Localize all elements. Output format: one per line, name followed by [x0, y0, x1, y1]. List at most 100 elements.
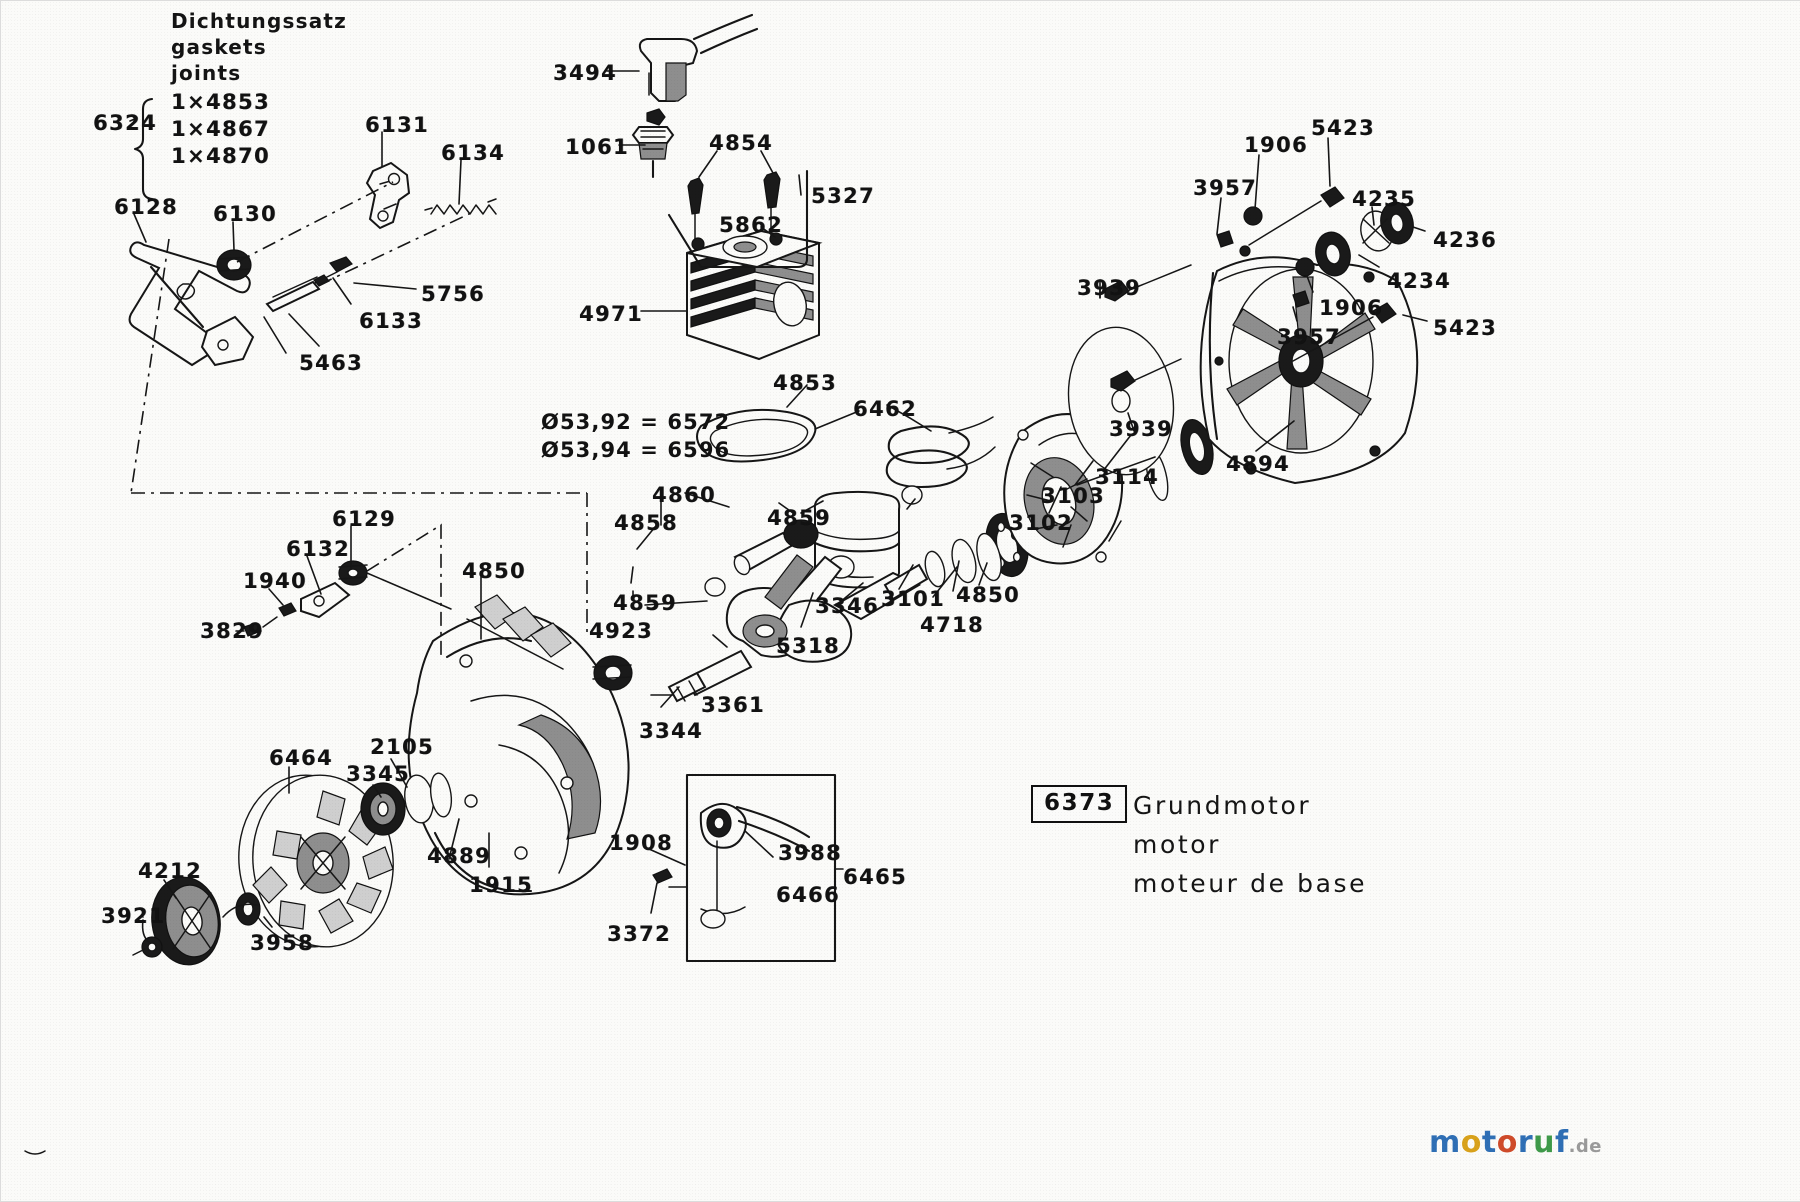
gasket-set-title-de: Dichtungssatz — [171, 9, 348, 33]
gasket-set-title-fr: joints — [171, 61, 242, 85]
part-callout-4859b: 4859 — [613, 591, 678, 615]
gasket-set-title-en: gaskets — [171, 35, 267, 59]
fasteners-right — [1104, 186, 1414, 392]
leader-lines-left — [133, 131, 462, 354]
part-callout-5423b: 5423 — [1433, 316, 1498, 340]
washer-3346 — [951, 538, 977, 584]
part-callout-3114: 3114 — [1095, 465, 1160, 489]
part-callout-4923: 4923 — [589, 619, 654, 643]
sheet-corner-marks — [24, 1150, 46, 1155]
part-callout-4854: 4854 — [709, 131, 774, 155]
circlip-4860-dot — [783, 519, 819, 549]
wm-tld: .de — [1568, 1136, 1603, 1157]
part-callout-3372: 3372 — [607, 922, 672, 946]
bearing-stack-4234-4236 — [1315, 201, 1414, 277]
leader-lines-center-top — [606, 70, 802, 312]
wm-letter-o1: o — [1460, 1125, 1482, 1160]
wm-letter-m: m — [1429, 1125, 1461, 1160]
part-callout-6129: 6129 — [332, 507, 397, 531]
part-callout-3102: 3102 — [1009, 511, 1074, 535]
part-callout-3101: 3101 — [881, 587, 946, 611]
part-callout-4234: 4234 — [1387, 269, 1452, 293]
piston-pin-4858 — [733, 531, 795, 576]
gasket-set-item-0: 1×4853 — [171, 90, 271, 114]
leader-lines-right — [800, 137, 1428, 628]
control-linkage-assembly — [128, 161, 588, 635]
part-callout-3361: 3361 — [701, 693, 766, 717]
circlip-4859-upper — [901, 485, 923, 505]
bore-dimension-1: Ø53,92 = 6572 — [541, 410, 731, 434]
spark-plug-1061 — [631, 108, 675, 179]
ring-4718 — [976, 532, 1002, 582]
part-callout-3939c: 3939 — [1109, 417, 1174, 441]
small-linkage-lower-left — [243, 523, 452, 659]
part-callout-4236: 4236 — [1433, 228, 1498, 252]
gasket-set-item-2: 1×4870 — [171, 144, 271, 168]
part-callout-6466: 6466 — [776, 883, 841, 907]
part-callout-4858: 4858 — [614, 511, 679, 535]
gasket-set-brace — [129, 97, 154, 201]
part-callout-6133: 6133 — [359, 309, 424, 333]
wm-letter-t: t — [1481, 1125, 1497, 1160]
bearing-3103 — [1180, 418, 1214, 476]
part-callout-3939a: 3939 — [1077, 276, 1142, 300]
bore-dimension-2: Ø53,94 = 6596 — [541, 438, 731, 462]
part-callout-3344: 3344 — [639, 719, 704, 743]
wm-letter-o2: o — [1496, 1125, 1518, 1160]
circlip-4859-lower — [704, 577, 726, 597]
part-callout-3345: 3345 — [346, 762, 411, 786]
part-callout-4212: 4212 — [138, 859, 203, 883]
part-callout-3829: 3829 — [200, 619, 265, 643]
part-callout-4850b: 4850 — [956, 583, 1021, 607]
gasket-disc-3939 — [1067, 326, 1175, 476]
part-callout-3921: 3921 — [101, 904, 166, 928]
legend-title-en: motor — [1133, 830, 1222, 859]
crankcase-4850-left — [407, 594, 633, 896]
part-callout-3957a: 3957 — [1193, 176, 1258, 200]
part-callout-3346: 3346 — [815, 594, 880, 618]
leader-lines-lower-left — [235, 525, 482, 640]
leader-lines-inset — [648, 830, 774, 914]
part-callout-6465: 6465 — [843, 865, 908, 889]
part-callout-6462: 6462 — [853, 397, 918, 421]
part-callout-6128: 6128 — [114, 195, 179, 219]
ignition-and-cylinder — [631, 13, 823, 361]
part-callout-3957b: 3957 — [1277, 325, 1342, 349]
motoruf-watermark: motoruf.de — [1429, 1125, 1602, 1160]
part-callout-5318: 5318 — [776, 634, 841, 658]
part-callout-4889: 4889 — [427, 844, 492, 868]
inset-box-6465 — [668, 773, 844, 963]
nut-3921 — [132, 936, 163, 958]
part-callout-3958: 3958 — [250, 931, 315, 955]
part-callout-1940: 1940 — [243, 569, 308, 593]
part-callout-5862: 5862 — [719, 213, 784, 237]
part-callout-6130: 6130 — [213, 202, 278, 226]
spring-6134 — [424, 198, 497, 215]
part-callout-4718: 4718 — [920, 613, 985, 637]
part-callout-3494: 3494 — [553, 61, 618, 85]
part-callout-4853: 4853 — [773, 371, 838, 395]
part-callout-6132: 6132 — [286, 537, 351, 561]
seal-and-bearing-lower — [360, 772, 453, 836]
part-callout-4850a: 4850 — [462, 559, 527, 583]
piston-rings-6462 — [885, 416, 996, 489]
part-callout-3103: 3103 — [1041, 484, 1106, 508]
wm-letter-f: f — [1555, 1125, 1569, 1160]
part-callout-5756: 5756 — [421, 282, 486, 306]
bushing-6130 — [216, 249, 252, 281]
mounting-bolts-4854 — [687, 171, 781, 244]
flywheel-6464 — [238, 774, 394, 948]
part-callout-2105: 2105 — [370, 735, 435, 759]
crankshaft-assembly — [667, 554, 929, 703]
part-callout-4235: 4235 — [1352, 187, 1417, 211]
part-callout-6134: 6134 — [441, 141, 506, 165]
part-callout-1906a: 1906 — [1244, 133, 1309, 157]
part-callout-4859a: 4859 — [767, 506, 832, 530]
part-callout-1915: 1915 — [469, 873, 534, 897]
cylinder-4971 — [686, 229, 823, 361]
head-gasket-4853 — [696, 408, 817, 463]
part-callout-4894: 4894 — [1226, 452, 1291, 476]
leader-lines-center — [630, 384, 932, 708]
